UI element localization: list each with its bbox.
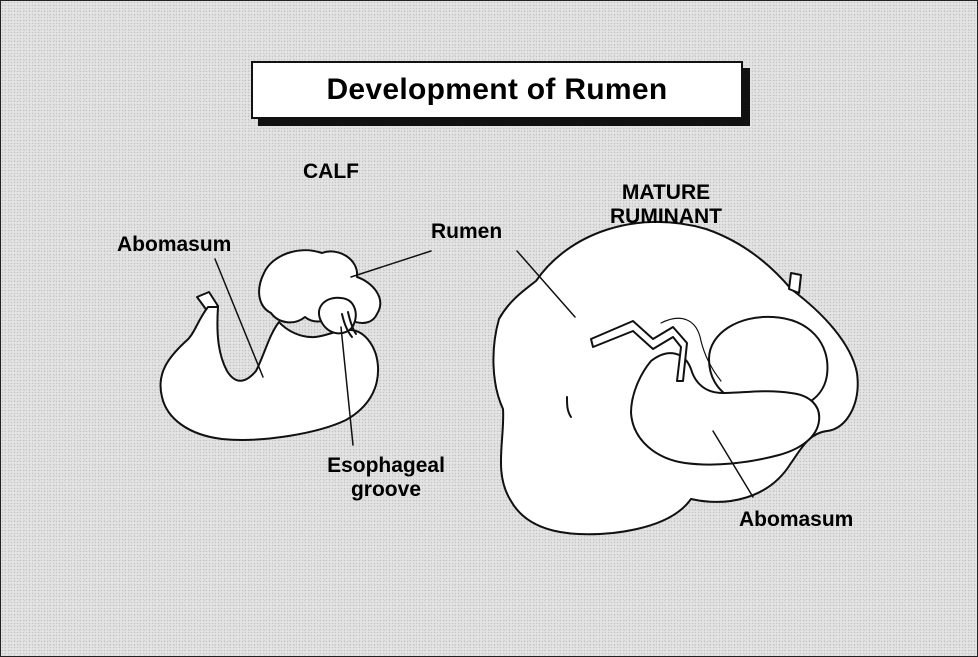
calf-reticulum-shape — [319, 298, 356, 334]
mature-abomasum-label: Abomasum — [739, 508, 853, 532]
esophageal-groove-label: Esophageal groove — [321, 454, 451, 502]
mature-stomach — [493, 222, 857, 534]
calf-heading: CALF — [303, 160, 359, 184]
esophageal-groove-line-2: groove — [321, 478, 451, 502]
mature-heading: MATURE RUMINANT — [591, 181, 741, 229]
rumen-label: Rumen — [431, 220, 502, 244]
mature-heading-line-1: MATURE — [591, 181, 741, 205]
calf-abomasum-label: Abomasum — [117, 233, 231, 257]
mature-heading-line-2: RUMINANT — [591, 205, 741, 229]
leader-calf-rumen — [351, 251, 431, 277]
esophageal-groove-line-1: Esophageal — [321, 454, 451, 478]
mature-esophagus — [789, 273, 801, 293]
calf-stomach — [161, 250, 381, 440]
